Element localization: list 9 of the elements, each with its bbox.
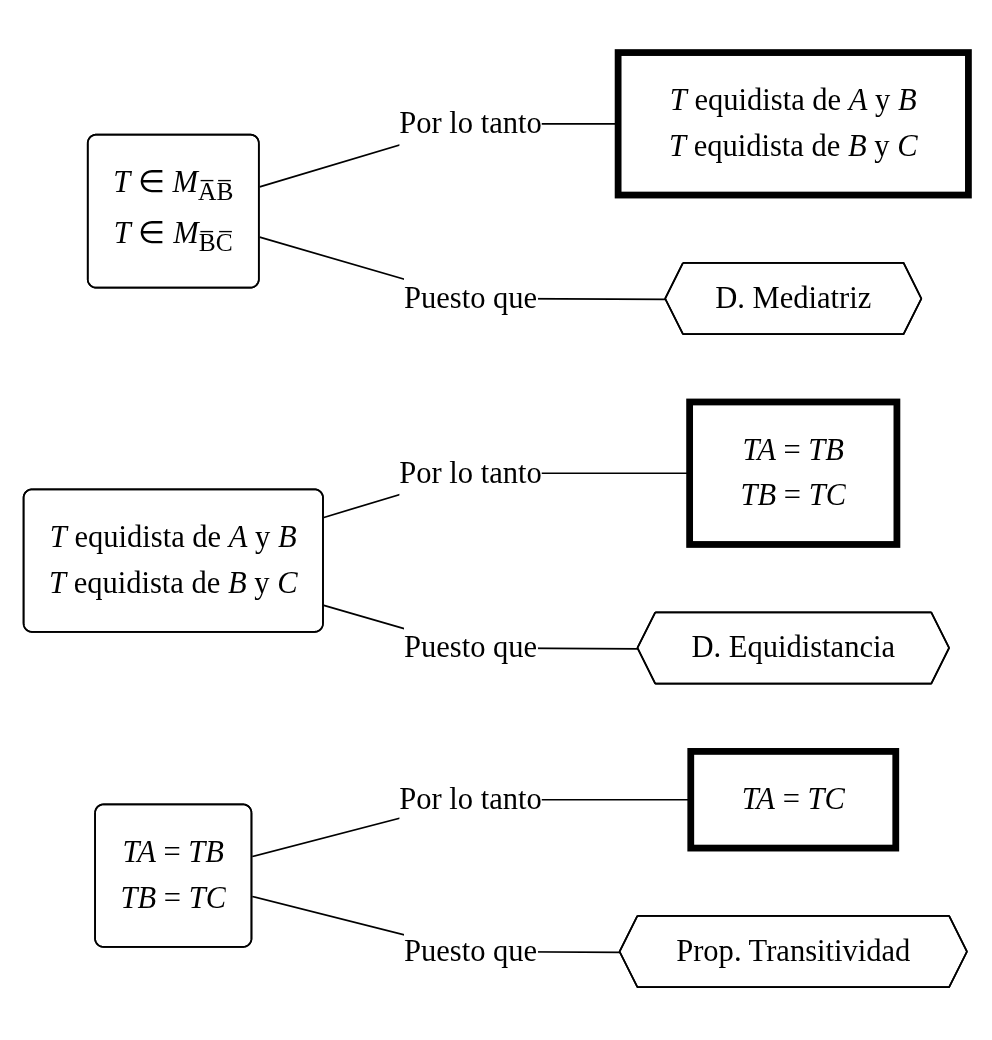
node-box: T equidista de A y B T equidista de B y C <box>614 49 972 199</box>
edge-label: Puesto que <box>403 280 538 315</box>
edge-label: Puesto que <box>403 630 538 665</box>
edge-label: Puesto que <box>403 933 538 968</box>
edge-label: Por lo tanto <box>399 455 542 490</box>
edge-label: Por lo tanto <box>399 106 542 141</box>
node-box: TA = TB TB = TC <box>686 398 901 548</box>
edge-label: Por lo tanto <box>399 782 542 816</box>
node-box: TA = TC <box>687 748 900 852</box>
